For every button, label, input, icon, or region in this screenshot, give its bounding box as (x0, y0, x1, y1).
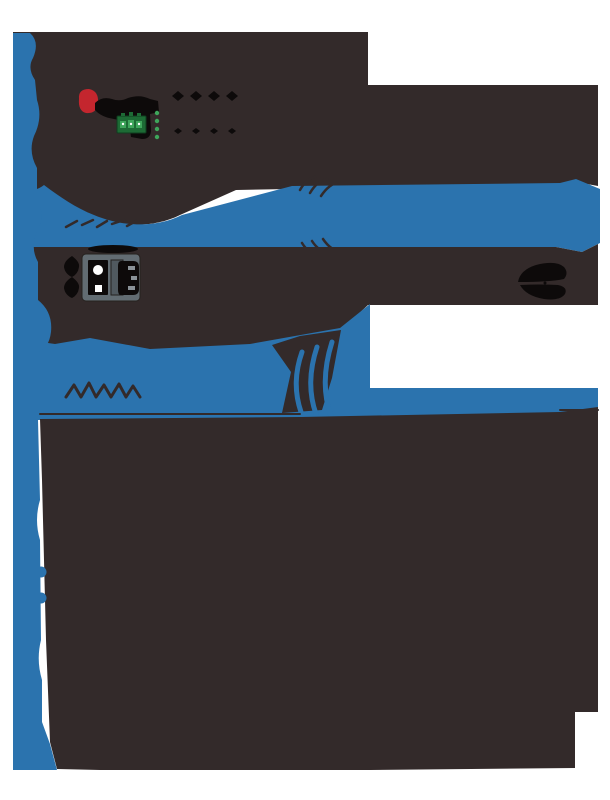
switch-mark (95, 285, 102, 292)
module-left-diamond-lower (64, 277, 80, 298)
zigzag-marks (64, 381, 142, 399)
ribbon1-top-arc-marks (298, 175, 341, 198)
tool-red-handle (78, 89, 99, 114)
ribbon1-dash-marks (64, 218, 138, 229)
pcb-dot-3 (137, 122, 141, 126)
diamond-icon (192, 128, 200, 134)
dark-bottom-block (40, 407, 598, 770)
blue-curl-marks (293, 339, 335, 419)
dark-band-2 (13, 244, 598, 352)
led-dot-3 (154, 126, 160, 132)
diamond-icon (228, 128, 236, 134)
diamond-icon (174, 128, 182, 134)
left-blue-bar (13, 33, 57, 770)
iec-prong-top (128, 266, 135, 270)
power-inlet-module (81, 253, 141, 302)
diamond-icon (208, 91, 220, 101)
diamond-icon (210, 128, 218, 134)
pcb-tab-2 (129, 112, 133, 116)
diamond-icon (190, 91, 202, 101)
dart-flight (518, 262, 567, 300)
led-dot-2 (154, 118, 160, 124)
dart-flight-upper (518, 262, 567, 282)
rocker-switch (88, 260, 108, 295)
blue-ribbon-1 (13, 179, 600, 252)
module-left-diamond-upper (64, 256, 80, 277)
pcb-dot-1 (121, 122, 125, 126)
led-dot-4 (154, 134, 160, 140)
pcb-tab-1 (121, 113, 125, 116)
dart-flight-lower (520, 284, 566, 300)
led-dot-1 (154, 110, 160, 116)
switch-indicator (93, 265, 103, 275)
iec-prong-bottom (128, 286, 135, 290)
vent-slot (88, 245, 138, 253)
diamond-icon (226, 91, 238, 101)
dark-top-block (13, 32, 598, 225)
diamond-grid-bottom-row (174, 128, 236, 134)
pcb-dot-2 (129, 122, 133, 126)
dart-flight-hub (543, 281, 547, 285)
iec-prong-mid (131, 276, 137, 280)
pcb-tab-3 (137, 113, 141, 116)
diamond-icon (172, 91, 184, 101)
diamond-grid-top-row (172, 91, 238, 101)
